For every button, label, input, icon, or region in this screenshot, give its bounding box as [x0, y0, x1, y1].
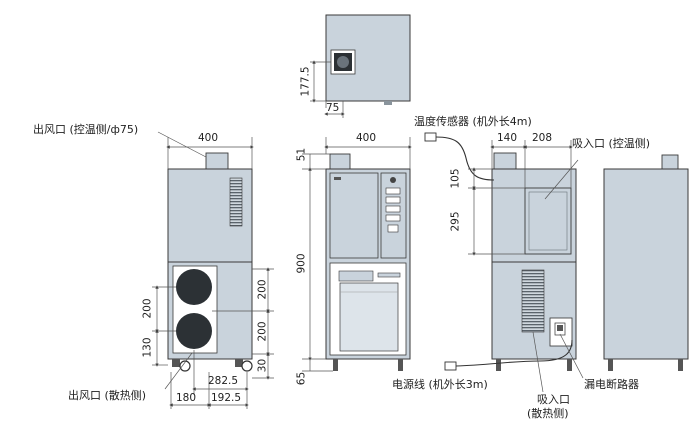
- rear-right-w1-dim: 140: [497, 132, 518, 144]
- side-view: [603, 154, 689, 371]
- rear-left-fan2-dim: 130: [141, 337, 154, 358]
- front-bottom-dim: 65: [295, 371, 308, 386]
- rear-left-fan1-dim: 200: [141, 298, 154, 319]
- outlet-top-callout: 出风口 (控温侧/ф75): [33, 123, 139, 136]
- rear-left-bottom1-dim: 282.5: [208, 375, 239, 387]
- inlet-bottom-callout-line2: (散热侧): [527, 407, 569, 420]
- top-view: [310, 14, 411, 118]
- rear-left-view: [152, 131, 274, 409]
- front-width-dim: 400: [356, 132, 377, 144]
- rear-left-bottom3-dim: 192.5: [211, 392, 242, 404]
- rear-left-right1-dim: 200: [256, 279, 269, 300]
- sensor-callout: 温度传感器 (机外长4m): [414, 115, 532, 128]
- front-view: [302, 137, 412, 372]
- outlet-bottom-callout: 出风口 (散热侧): [68, 389, 147, 402]
- power-cable-callout: 电源线 (机外长3m): [392, 378, 488, 391]
- inlet-bottom-callout-line1: 吸入口: [537, 393, 570, 406]
- breaker-callout: 漏电断路器: [584, 378, 639, 391]
- inlet-top-callout: 吸入口 (控温侧): [572, 137, 651, 150]
- front-height-dim: 900: [295, 253, 308, 274]
- top-height-dim: 177.5: [299, 66, 312, 97]
- rear-right-h1-dim: 105: [449, 168, 462, 189]
- rear-left-width-dim: 400: [198, 132, 219, 144]
- rear-right-w2-dim: 208: [532, 132, 553, 144]
- rear-right-view: [424, 132, 584, 393]
- rear-right-h2-dim: 295: [449, 211, 462, 232]
- front-top-dim: 51: [295, 147, 308, 162]
- rear-left-right3-dim: 30: [256, 358, 269, 373]
- top-offset-dim: 75: [326, 102, 340, 114]
- rear-left-bottom2-dim: 180: [176, 392, 197, 404]
